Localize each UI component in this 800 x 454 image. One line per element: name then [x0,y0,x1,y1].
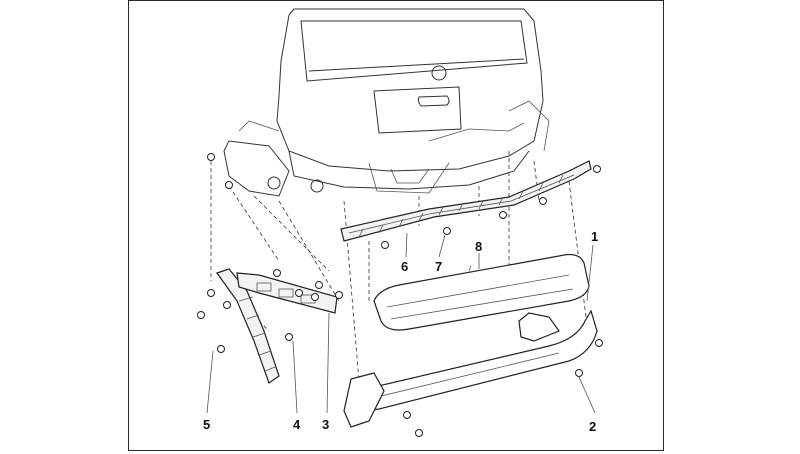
rear-bumper-exploded-diagram: 1 2 3 4 5 6 7 8 [197,8,603,437]
callout-2: 2 [589,419,596,434]
callout-5: 5 [203,417,210,432]
bumper-carrier-part-1 [343,309,598,428]
fastener-bolts [197,153,603,437]
mounting-rail-part-6 [340,160,592,242]
callout-7: 7 [435,259,442,274]
leader-lines [206,232,596,414]
callout-4: 4 [293,417,301,432]
callout-3: 3 [322,417,329,432]
exploded-diagram-frame: 1 2 3 4 5 6 7 8 [128,0,664,451]
bracket-strip-part-3 [236,272,338,314]
callout-labels: 1 2 3 4 5 6 7 8 [203,229,598,434]
callout-1: 1 [591,229,598,244]
callout-6: 6 [401,259,408,274]
side-bracket-part-5 [216,268,280,384]
callout-8: 8 [475,239,482,254]
vehicle-rear-body [223,8,550,197]
